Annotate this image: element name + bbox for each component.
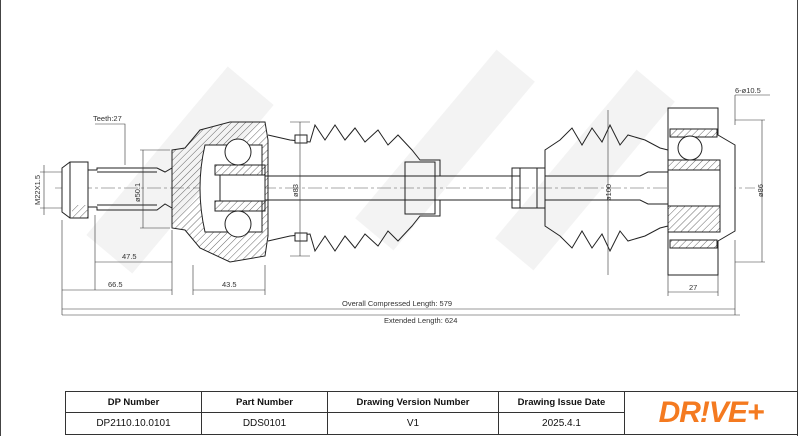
header-version: Drawing Version Number xyxy=(327,391,499,413)
flange-diameter-label: ø86 xyxy=(756,184,765,197)
outer-joint-diameter-label: ø83 xyxy=(291,184,300,197)
boot-diameter-label: ø100 xyxy=(604,184,613,201)
frame-right xyxy=(797,0,798,436)
thread-label: M22X1.5 xyxy=(33,175,42,205)
dim-47-5: 47.5 xyxy=(122,252,137,261)
value-part-number: DDS0101 xyxy=(201,412,328,435)
dimension-lines xyxy=(40,94,770,316)
value-issue-date: 2025.4.1 xyxy=(498,412,625,435)
right-boot-top xyxy=(544,123,669,168)
frame-left xyxy=(0,0,1,436)
dim-27: 27 xyxy=(689,283,697,292)
left-boot-top xyxy=(267,123,441,176)
overall-compressed-length: Overall Compressed Length: 579 xyxy=(342,299,452,308)
header-part-number: Part Number xyxy=(201,391,328,413)
spline-diameter-label: ø50.1 xyxy=(133,183,142,202)
dim-43-5: 43.5 xyxy=(222,280,237,289)
left-boot-bottom xyxy=(267,200,441,253)
value-dp-number: DP2110.10.0101 xyxy=(65,412,202,435)
title-block: DP Number Part Number Drawing Version Nu… xyxy=(65,391,798,435)
bolt-holes-label: 6-ø10.5 xyxy=(735,86,761,95)
drive-shaft-drawing: Teeth:27 M22X1.5 ø50.1 ø83 47.5 66.5 43.… xyxy=(33,49,770,325)
shaft xyxy=(265,175,520,201)
teeth-label: Teeth:27 xyxy=(93,114,122,123)
dim-66-5: 66.5 xyxy=(108,280,123,289)
header-issue-date: Drawing Issue Date xyxy=(498,391,625,413)
brand-logo-cell: DR!VE+ xyxy=(624,391,798,435)
header-dp-number: DP Number xyxy=(65,391,202,413)
value-version: V1 xyxy=(327,412,499,435)
right-boot-bottom xyxy=(544,208,669,253)
extended-length: Extended Length: 624 xyxy=(384,316,457,325)
drive-logo: DR!VE+ xyxy=(658,396,765,429)
